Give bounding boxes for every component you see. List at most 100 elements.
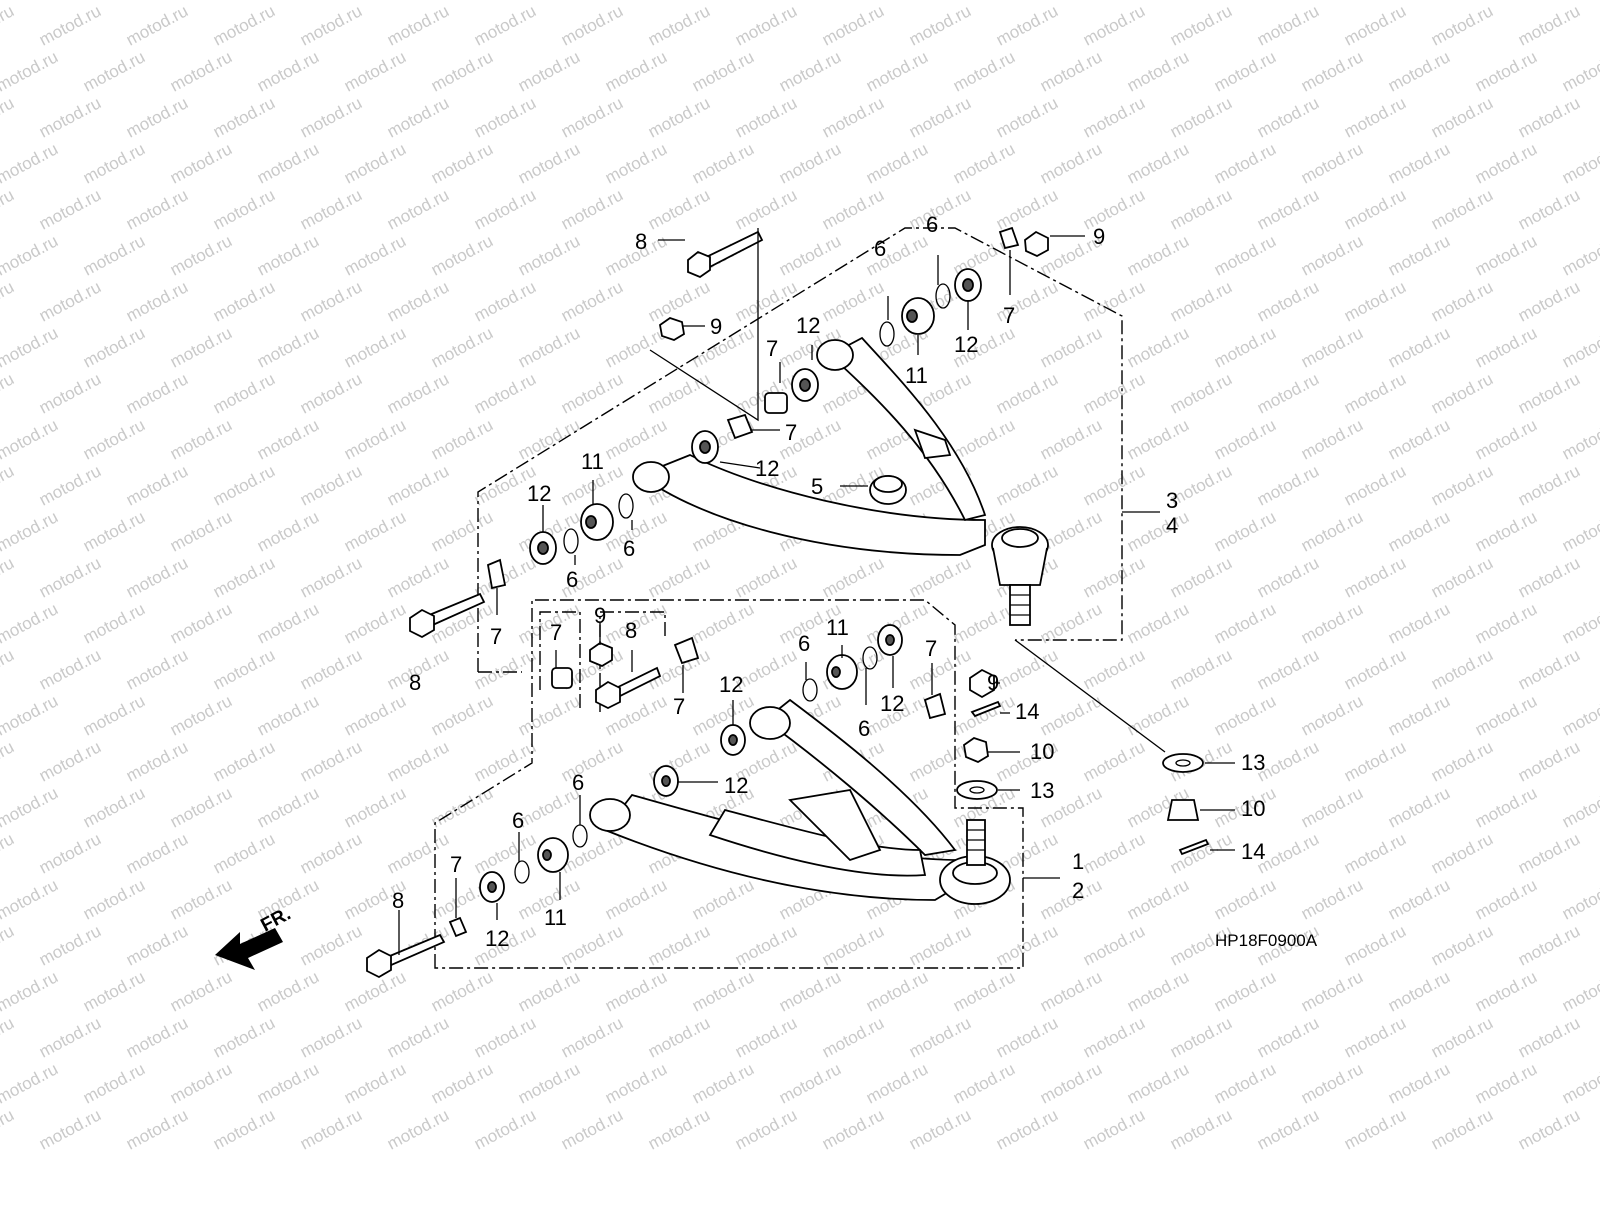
watermark-text: motod.ru [297, 737, 365, 785]
watermark-text: motod.ru [602, 415, 670, 463]
watermark-text: motod.ru [254, 231, 322, 279]
watermark-text: motod.ru [776, 47, 844, 95]
watermark-text: motod.ru [1428, 185, 1496, 233]
watermark-text: motod.ru [36, 1013, 104, 1061]
watermark-text: motod.ru [558, 93, 626, 141]
watermark-text: motod.ru [645, 185, 713, 233]
watermark-text: motod.ru [950, 47, 1018, 95]
watermark-text: motod.ru [1385, 599, 1453, 647]
watermark-text: motod.ru [1559, 323, 1600, 371]
watermark-text: motod.ru [36, 369, 104, 417]
watermark-text: motod.ru [80, 139, 148, 187]
watermark-text: motod.ru [1472, 47, 1540, 95]
watermark-text: motod.ru [1385, 783, 1453, 831]
callout-7: 7 [1003, 303, 1015, 328]
watermark-text: motod.ru [0, 415, 61, 463]
watermark-text: motod.ru [732, 1105, 800, 1153]
watermark-text: motod.ru [80, 323, 148, 371]
watermark-text: motod.ru [123, 737, 191, 785]
watermark-text: motod.ru [254, 507, 322, 555]
callout-7: 7 [550, 620, 562, 645]
watermark-text: motod.ru [341, 139, 409, 187]
watermark-text: motod.ru [1559, 231, 1600, 279]
watermark-text: motod.ru [950, 1059, 1018, 1107]
watermark-text: motod.ru [558, 737, 626, 785]
watermark-text: motod.ru [515, 691, 583, 739]
watermark-text: motod.ru [732, 185, 800, 233]
watermark-text: motod.ru [645, 369, 713, 417]
watermark-text: motod.ru [471, 1105, 539, 1153]
watermark-text: motod.ru [297, 1105, 365, 1153]
watermark-text: motod.ru [689, 139, 757, 187]
watermark-text: motod.ru [1341, 1105, 1409, 1153]
watermark-text: motod.ru [1080, 1013, 1148, 1061]
watermark-text: motod.ru [1385, 139, 1453, 187]
watermark-text: motod.ru [210, 1, 278, 49]
watermark-text: motod.ru [732, 93, 800, 141]
watermark-text: motod.ru [36, 921, 104, 969]
watermark-text: motod.ru [210, 369, 278, 417]
watermark-text: motod.ru [1298, 875, 1366, 923]
watermark-text: motod.ru [1211, 507, 1279, 555]
watermark-text: motod.ru [36, 645, 104, 693]
watermark-text: motod.ru [732, 277, 800, 325]
watermark-text: motod.ru [428, 691, 496, 739]
watermark-text: motod.ru [0, 47, 61, 95]
watermark-text: motod.ru [254, 599, 322, 647]
watermark-text: motod.ru [1124, 599, 1192, 647]
watermark-text: motod.ru [1124, 1059, 1192, 1107]
watermark-text: motod.ru [1080, 461, 1148, 509]
watermark-text: motod.ru [863, 1059, 931, 1107]
watermark-text: motod.ru [384, 277, 452, 325]
watermark-text: motod.ru [515, 47, 583, 95]
watermark-text: motod.ru [1472, 691, 1540, 739]
watermark-text: motod.ru [80, 599, 148, 647]
watermark-text: motod.ru [515, 967, 583, 1015]
watermark-text: motod.ru [167, 415, 235, 463]
watermark-text: motod.ru [1167, 1, 1235, 49]
watermark-text: motod.ru [341, 231, 409, 279]
watermark-text: motod.ru [1254, 461, 1322, 509]
watermark-text: motod.ru [0, 323, 61, 371]
watermark-text: motod.ru [341, 691, 409, 739]
upper-a-arm [632, 336, 1049, 626]
watermark-text: motod.ru [341, 783, 409, 831]
watermark-text: motod.ru [1559, 139, 1600, 187]
watermark-text: motod.ru [1472, 1059, 1540, 1107]
watermark-text: motod.ru [1124, 875, 1192, 923]
callout-6: 6 [512, 808, 524, 833]
watermark-text: motod.ru [210, 185, 278, 233]
watermark-text: motod.ru [1559, 875, 1600, 923]
upper-arm-group-outline [477, 227, 1123, 673]
watermark-text: motod.ru [1037, 415, 1105, 463]
watermark-text: motod.ru [906, 1105, 974, 1153]
watermark-text: motod.ru [1428, 1105, 1496, 1153]
watermark-text: motod.ru [297, 1, 365, 49]
callout-6: 6 [874, 236, 886, 261]
watermark-text: motod.ru [210, 93, 278, 141]
watermark-text: motod.ru [80, 231, 148, 279]
watermark-text: motod.ru [689, 599, 757, 647]
watermark-text: motod.ru [1211, 691, 1279, 739]
callout-8: 8 [392, 888, 404, 913]
watermark-text: motod.ru [1298, 967, 1366, 1015]
callout-7: 7 [673, 694, 685, 719]
watermark-text: motod.ru [515, 139, 583, 187]
watermark-text: motod.ru [906, 1013, 974, 1061]
watermark-text: motod.ru [776, 231, 844, 279]
watermark-text: motod.ru [602, 967, 670, 1015]
watermark-text: motod.ru [1037, 691, 1105, 739]
watermark-text: motod.ru [123, 1013, 191, 1061]
watermark-text: motod.ru [1428, 1013, 1496, 1061]
watermark-text: motod.ru [1298, 1059, 1366, 1107]
watermark-text: motod.ru [341, 323, 409, 371]
watermark-text: motod.ru [384, 369, 452, 417]
watermark-text: motod.ru [1559, 967, 1600, 1015]
watermark-text: motod.ru [167, 875, 235, 923]
watermark-text: motod.ru [0, 967, 61, 1015]
watermark-text: motod.ru [471, 645, 539, 693]
watermark-text: motod.ru [384, 737, 452, 785]
watermark-text: motod.ru [1167, 369, 1235, 417]
watermark-text: motod.ru [254, 691, 322, 739]
watermark-text: motod.ru [297, 829, 365, 877]
